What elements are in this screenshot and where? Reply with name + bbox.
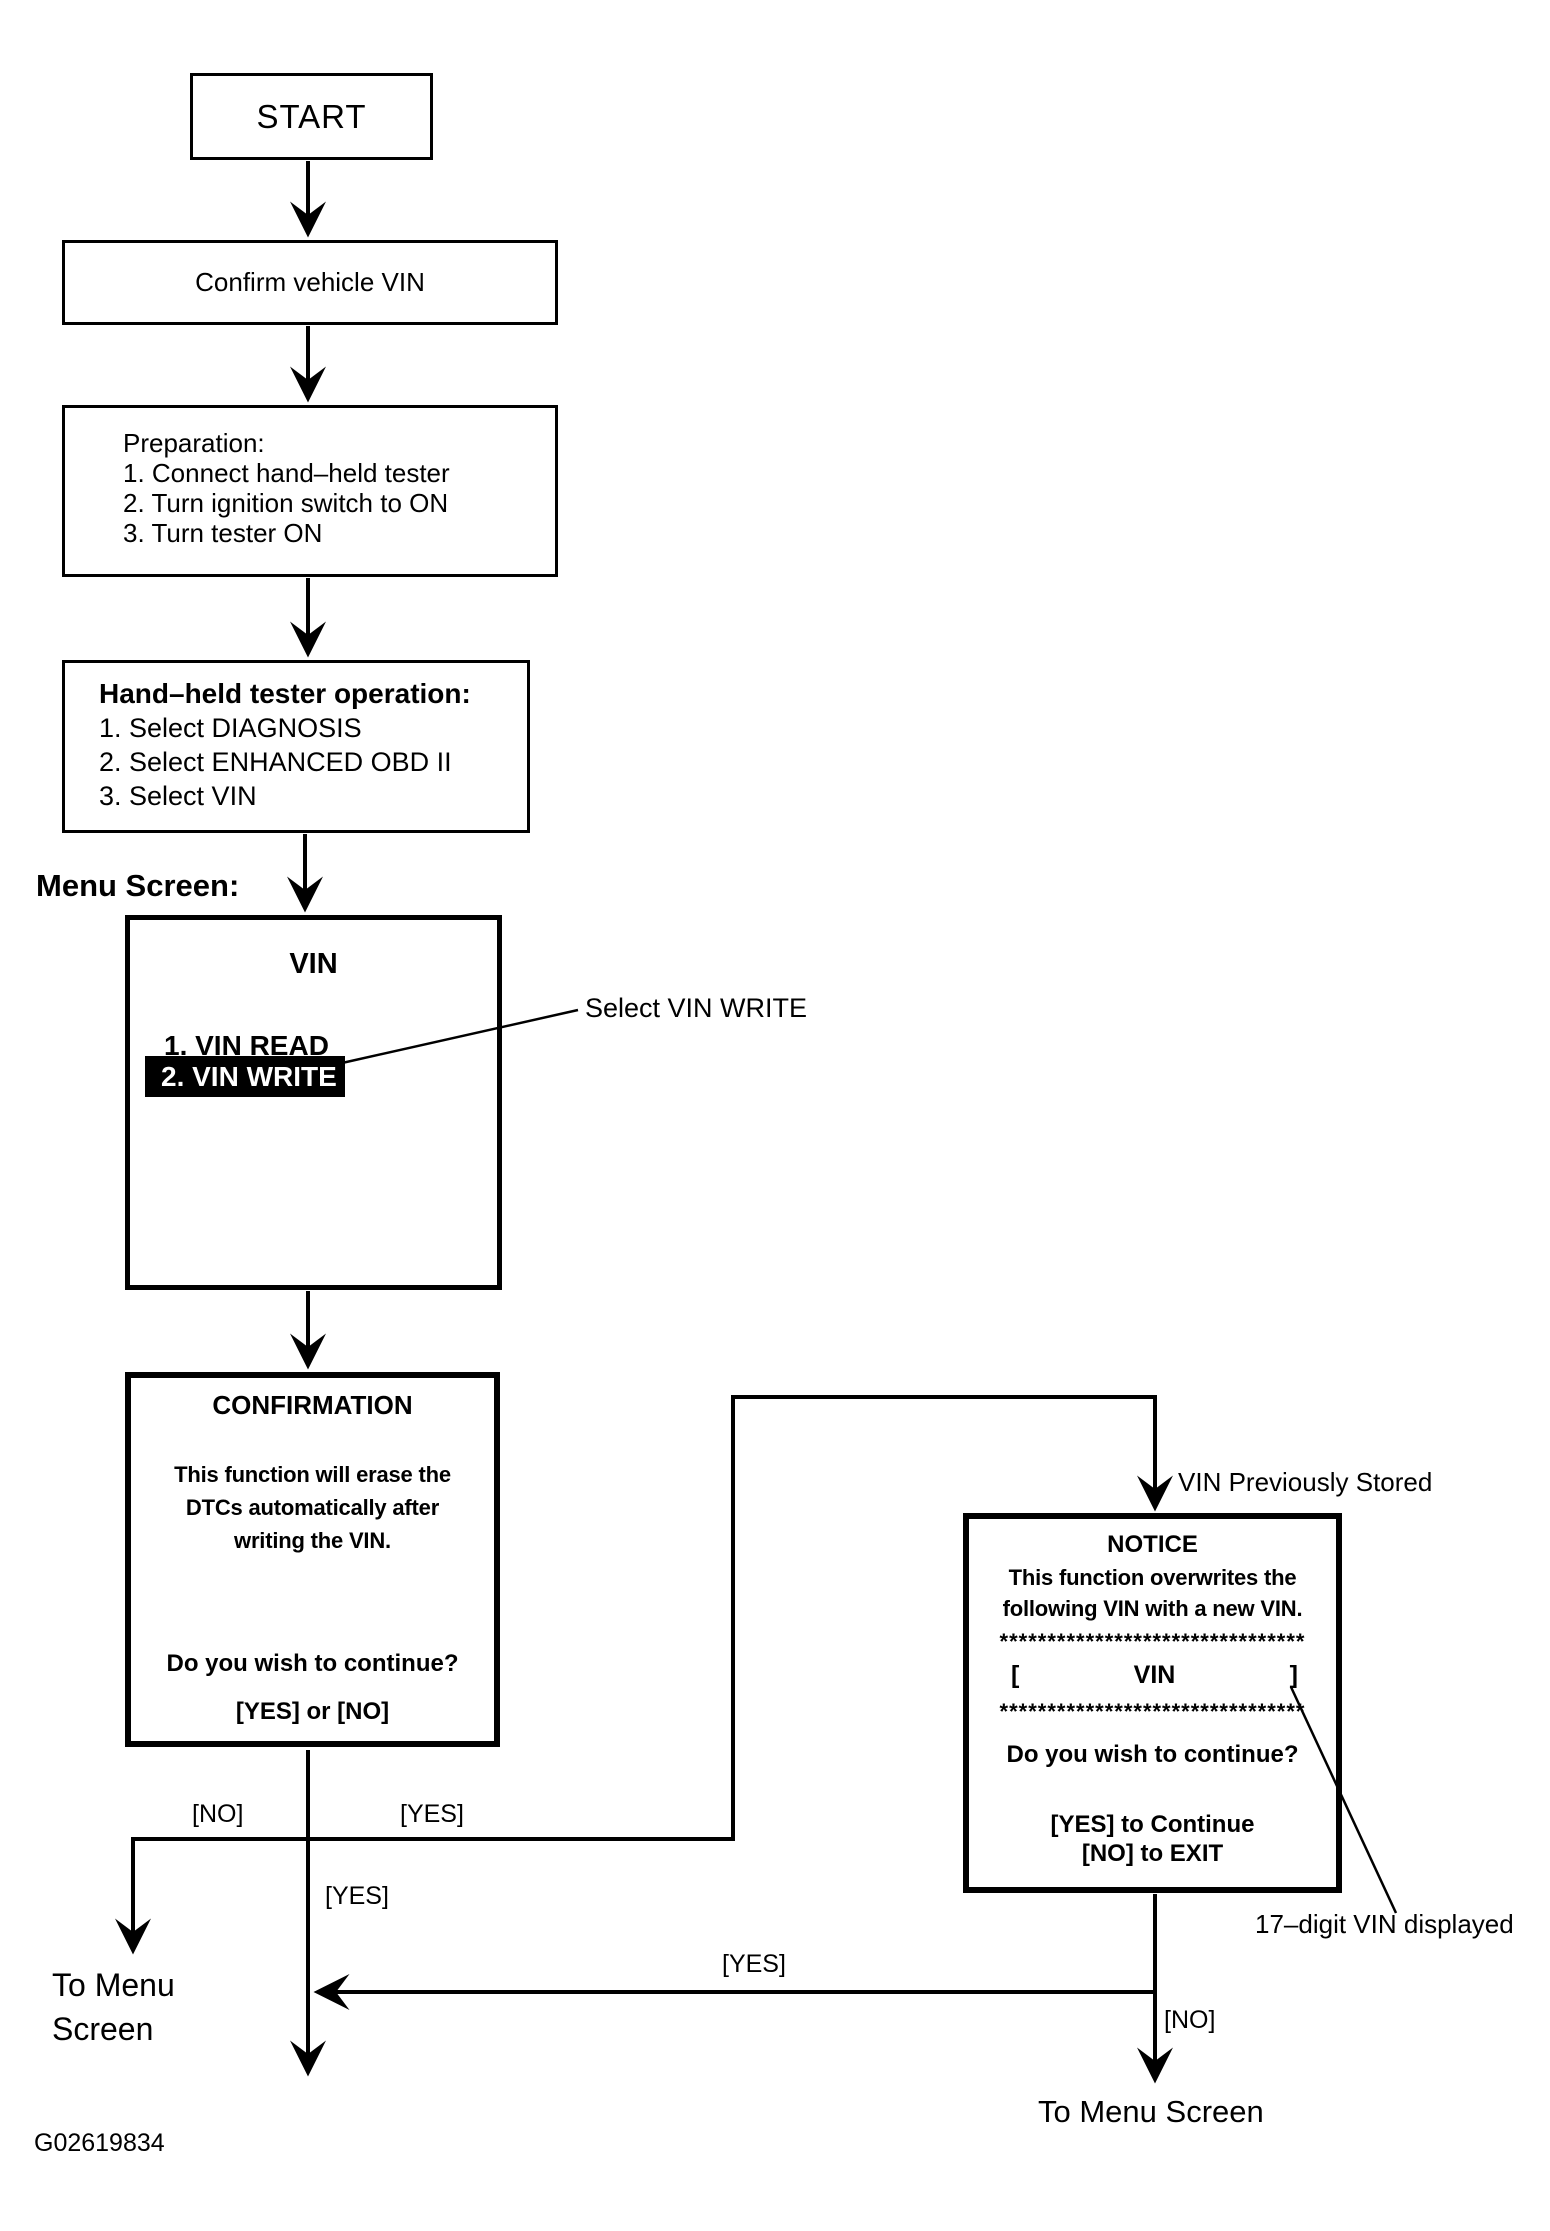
start-node: START xyxy=(190,73,433,160)
preparation-step: 2. Turn ignition switch to ON xyxy=(123,488,449,518)
menu-item-vin-write-highlighted: 2. VIN WRITE xyxy=(145,1056,345,1097)
to-menu-screen-left: Screen xyxy=(52,2011,154,2047)
to-menu-screen-right: To Menu Screen xyxy=(1038,2094,1264,2129)
notice-option-no: [NO] to EXIT xyxy=(1081,1840,1224,1867)
bracket-open: [ xyxy=(1011,1661,1020,1689)
vin-previously-stored-annotation: VIN Previously Stored xyxy=(1178,1467,1433,1497)
preparation-step: 3. Turn tester ON xyxy=(123,518,323,548)
notice-asterisk-row: ******************************** xyxy=(999,1699,1306,1724)
notice-asterisk-row: ******************************** xyxy=(999,1629,1306,1654)
confirmation-text: writing the VIN. xyxy=(234,1528,391,1553)
notice-text: following VIN with a new VIN. xyxy=(1002,1596,1303,1621)
notice-vin-field: [ VIN ] xyxy=(969,1661,1336,1690)
confirmation-title: CONFIRMATION xyxy=(212,1390,413,1420)
seventeen-digit-vin-annotation: 17–digit VIN displayed xyxy=(1255,1909,1514,1939)
notice-title: NOTICE xyxy=(1107,1531,1198,1558)
confirmation-text: This function will erase the xyxy=(174,1462,451,1487)
arrow-confirmation-yes-to-notice xyxy=(731,1395,1173,1841)
vin-menu-title: VIN xyxy=(289,948,338,980)
menu-screen-label: Menu Screen: xyxy=(36,868,240,903)
notice-text: This function overwrites the xyxy=(1008,1565,1297,1590)
preparation-step: 1. Connect hand–held tester xyxy=(123,458,450,488)
confirmation-text: DTCs automatically after xyxy=(185,1495,440,1520)
preparation-title: Preparation: xyxy=(123,428,265,458)
start-label: START xyxy=(256,97,367,135)
pointer-line-17-digit-vin xyxy=(1289,1686,1398,1914)
preparation-node: Preparation: 1. Connect hand–held tester… xyxy=(62,405,558,577)
pointer-line-select-vin-write xyxy=(341,1008,579,1065)
tester-operation-node: Hand–held tester operation: 1. Select DI… xyxy=(62,660,530,833)
confirm-vin-node: Confirm vehicle VIN xyxy=(62,240,558,325)
notice-screen: NOTICE This function overwrites the foll… xyxy=(963,1513,1342,1893)
confirmation-question: Do you wish to continue? xyxy=(166,1650,459,1677)
menu-item-vin-read: 1. VIN READ xyxy=(164,1030,329,1061)
confirmation-screen: CONFIRMATION This function will erase th… xyxy=(125,1372,500,1747)
edge-label-no: [NO] xyxy=(192,1800,244,1828)
notice-vin-value: VIN xyxy=(1133,1661,1176,1689)
edge-label-yes: [YES] xyxy=(400,1800,464,1828)
figure-code: G02619834 xyxy=(34,2129,165,2157)
tester-operation-step: 2. Select ENHANCED OBD II xyxy=(99,747,452,777)
vin-menu-screen: VIN 1. VIN READ 2. VIN WRITE xyxy=(125,915,502,1290)
bracket-close: ] xyxy=(1289,1661,1298,1689)
arrow-confirmation-no-to-menu xyxy=(115,1837,733,1955)
select-vin-write-annotation: Select VIN WRITE xyxy=(585,993,808,1023)
edge-label-no: [NO] xyxy=(1164,2006,1216,2034)
tester-operation-title: Hand–held tester operation: xyxy=(99,678,471,709)
to-menu-screen-left: To Menu xyxy=(52,1967,175,2003)
tester-operation-step: 3. Select VIN xyxy=(99,781,257,811)
confirmation-options: [YES] or [NO] xyxy=(235,1698,390,1725)
notice-question: Do you wish to continue? xyxy=(1006,1741,1299,1768)
edge-label-yes: [YES] xyxy=(722,1950,786,1978)
confirm-vin-label: Confirm vehicle VIN xyxy=(195,267,425,297)
notice-option-yes: [YES] to Continue xyxy=(1050,1811,1255,1838)
tester-operation-step: 1. Select DIAGNOSIS xyxy=(99,713,362,743)
edge-label-yes: [YES] xyxy=(325,1882,389,1910)
